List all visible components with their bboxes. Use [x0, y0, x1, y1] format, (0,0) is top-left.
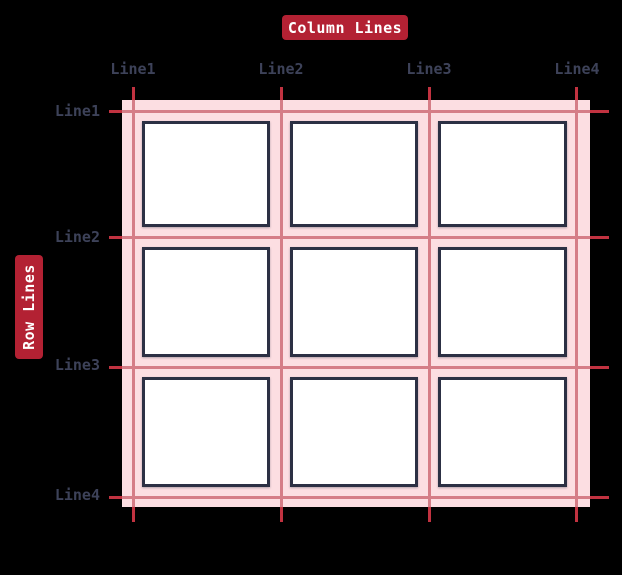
- row-line-label-2: Line2: [54, 228, 100, 246]
- grid-cell: [142, 377, 270, 487]
- row-grid-line-4: [122, 496, 590, 499]
- grid-cell: [438, 247, 567, 357]
- column-line-tick-bottom-2: [280, 507, 283, 522]
- column-grid-line-4: [575, 100, 578, 507]
- row-line-label-3: Line3: [54, 356, 100, 374]
- grid-cell: [290, 377, 418, 487]
- row-line-tick-left-4: [109, 496, 122, 499]
- column-grid-line-3: [428, 100, 431, 507]
- column-line-label-2: Line2: [258, 60, 304, 78]
- grid-cell: [142, 121, 270, 227]
- row-line-label-1: Line1: [54, 102, 100, 120]
- column-line-tick-top-3: [428, 87, 431, 100]
- column-line-label-3: Line3: [406, 60, 452, 78]
- row-line-tick-right-3: [590, 366, 609, 369]
- grid-cell: [290, 121, 418, 227]
- grid-cell: [438, 121, 567, 227]
- column-grid-line-2: [280, 100, 283, 507]
- row-line-tick-right-2: [590, 236, 609, 239]
- column-line-tick-bottom-3: [428, 507, 431, 522]
- row-line-tick-left-2: [109, 236, 122, 239]
- column-line-label-4: Line4: [554, 60, 600, 78]
- row-grid-line-1: [122, 110, 590, 113]
- grid-cell: [290, 247, 418, 357]
- column-grid-line-1: [132, 100, 135, 507]
- column-line-tick-top-4: [575, 87, 578, 100]
- column-line-tick-top-2: [280, 87, 283, 100]
- row-grid-line-2: [122, 236, 590, 239]
- row-line-label-4: Line4: [54, 486, 100, 504]
- column-lines-badge: Column Lines: [282, 15, 408, 40]
- column-line-tick-top-1: [132, 87, 135, 100]
- column-line-tick-bottom-1: [132, 507, 135, 522]
- row-line-tick-left-3: [109, 366, 122, 369]
- row-line-tick-right-4: [590, 496, 609, 499]
- grid-cell: [438, 377, 567, 487]
- row-grid-line-3: [122, 366, 590, 369]
- column-line-label-1: Line1: [110, 60, 156, 78]
- column-line-tick-bottom-4: [575, 507, 578, 522]
- row-line-tick-left-1: [109, 110, 122, 113]
- row-line-tick-right-1: [590, 110, 609, 113]
- row-lines-badge: Row Lines: [15, 255, 43, 359]
- grid-cell: [142, 247, 270, 357]
